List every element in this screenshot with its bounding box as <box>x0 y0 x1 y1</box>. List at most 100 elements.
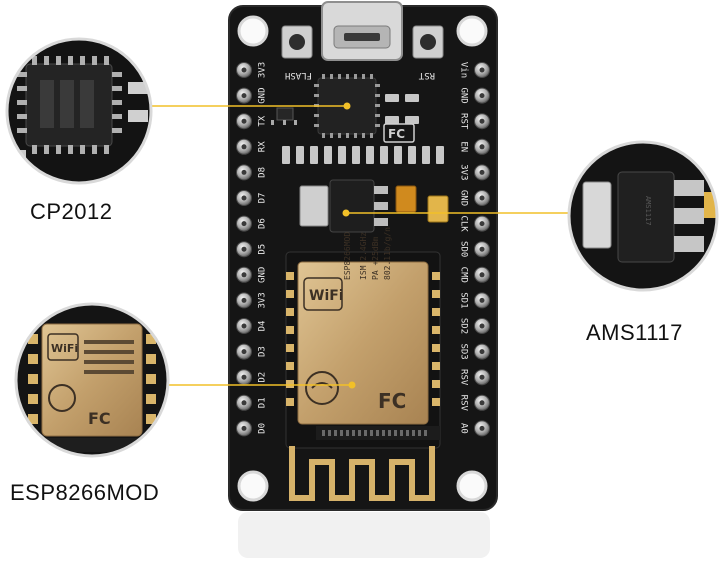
right-pin-label: SD0 <box>459 241 469 257</box>
zoom-circle-esp: WiFi FC <box>14 302 170 458</box>
right-pin-label: SD1 <box>459 292 469 308</box>
right-pin-hole <box>479 67 485 73</box>
left-pin-hole <box>241 144 247 150</box>
tantalum-capacitor <box>395 185 417 213</box>
left-pin-label: D0 <box>258 423 268 434</box>
transistor <box>271 107 297 125</box>
voltage-regulator <box>299 179 388 233</box>
left-pin-label: 3V3 <box>258 292 268 308</box>
right-pin-label: RST <box>459 113 469 130</box>
left-pin-hole <box>241 118 247 124</box>
left-pin-label: D2 <box>258 372 268 383</box>
rst-label: RST <box>418 70 435 80</box>
left-pin-label: TX <box>258 115 268 126</box>
left-pin-hole <box>241 195 247 201</box>
left-pin-label: D3 <box>258 346 268 357</box>
left-pin-hole <box>241 400 247 406</box>
micro-usb-connector <box>321 1 403 61</box>
flash-label: FLASH <box>285 70 312 80</box>
callout-label-esp: ESP8266MOD <box>10 480 160 505</box>
right-pin-hole <box>479 221 485 227</box>
svg-text:FC: FC <box>388 127 405 141</box>
shield-ism: ISM 2.4GHz <box>359 232 368 280</box>
right-pin-label: Vin <box>459 62 469 78</box>
left-pin-hole <box>241 221 247 227</box>
svg-text:WiFi: WiFi <box>51 342 78 355</box>
mounting-hole <box>237 470 269 502</box>
left-pin-hole <box>241 425 247 431</box>
shield-brand: ESP8266MOD <box>343 232 352 280</box>
svg-text:FC: FC <box>88 409 111 428</box>
mounting-hole <box>456 15 488 47</box>
right-pin-hole <box>479 169 485 175</box>
right-pin-label: EN <box>459 141 469 152</box>
pcb-antenna <box>289 446 435 501</box>
left-pin-hole <box>241 323 247 329</box>
mounting-hole <box>237 15 269 47</box>
right-pin-hole <box>479 246 485 252</box>
zoom-circle-cp <box>5 37 153 185</box>
tantalum-capacitor <box>427 195 449 223</box>
right-pin-hole <box>479 349 485 355</box>
flash-button <box>281 25 313 59</box>
right-pin-hole <box>479 195 485 201</box>
right-pin-hole <box>479 272 485 278</box>
right-pin-label: RSV <box>459 369 469 386</box>
regulator-marking: AMS1117 <box>644 196 652 226</box>
zoom-circle-ams: AMS1117 <box>567 140 719 292</box>
left-pin-hole <box>241 272 247 278</box>
right-pin-label: CMD <box>459 267 469 283</box>
mounting-hole <box>456 470 488 502</box>
right-pin-hole <box>479 323 485 329</box>
right-pin-label: RSV <box>459 395 469 412</box>
left-pin-label: RX <box>258 141 268 152</box>
right-pin-label: SD3 <box>459 343 469 359</box>
svg-text:WiFi: WiFi <box>309 288 344 304</box>
espressif-logo-icon <box>305 371 339 405</box>
right-pin-hole <box>479 425 485 431</box>
left-pin-hole <box>241 374 247 380</box>
leader-lines <box>151 105 569 386</box>
right-pin-hole <box>479 297 485 303</box>
right-pin-hole <box>479 374 485 380</box>
left-pin-label: D8 <box>258 167 268 178</box>
board-reflection <box>238 512 490 558</box>
left-pin-label: D7 <box>258 193 268 204</box>
left-pin-hole <box>241 349 247 355</box>
left-pin-label: 3V3 <box>258 62 268 78</box>
left-pin-hole <box>241 169 247 175</box>
callout-label-ams: AMS1117 <box>586 320 683 345</box>
right-pin-hole <box>479 144 485 150</box>
right-pin-label: A0 <box>459 423 469 434</box>
left-pin-label: GND <box>258 87 268 103</box>
left-pin-hole <box>241 246 247 252</box>
left-pin-hole <box>241 67 247 73</box>
rst-button <box>412 25 444 59</box>
left-pin-hole <box>241 93 247 99</box>
right-pin-label: SD2 <box>459 318 469 334</box>
left-pin-label: D6 <box>258 218 268 229</box>
left-pin-label: D5 <box>258 244 268 255</box>
right-pin-hole <box>479 93 485 99</box>
right-pin-hole <box>479 118 485 124</box>
left-pin-label: GND <box>258 267 268 283</box>
right-pin-label: CLK <box>459 215 469 232</box>
right-pin-header: VinGNDRSTEN3V3GNDCLKSD0CMDSD1SD2SD3RSVRS… <box>459 62 490 437</box>
nodemcu-board: FLASH RST <box>228 1 498 511</box>
esp8266-module: WiFi ESP8266MOD ISM 2.4GHz PA +25dBm 802… <box>285 227 441 449</box>
left-pin-label: D1 <box>258 397 268 408</box>
right-pin-hole <box>479 400 485 406</box>
shield-pa: PA +25dBm <box>371 236 380 280</box>
shield-std: 802.11b/g/n <box>383 227 392 280</box>
callout-label-cp: CP2012 <box>30 199 113 224</box>
fc-mark-icon: FC <box>378 389 406 413</box>
smd-component-row <box>282 94 444 164</box>
left-pin-label: D4 <box>258 321 268 332</box>
right-pin-label: 3V3 <box>459 164 469 180</box>
fc-logo-icon: FC <box>383 123 415 143</box>
right-pin-label: GND <box>459 190 469 206</box>
wifi-logo-icon: WiFi <box>303 277 344 311</box>
